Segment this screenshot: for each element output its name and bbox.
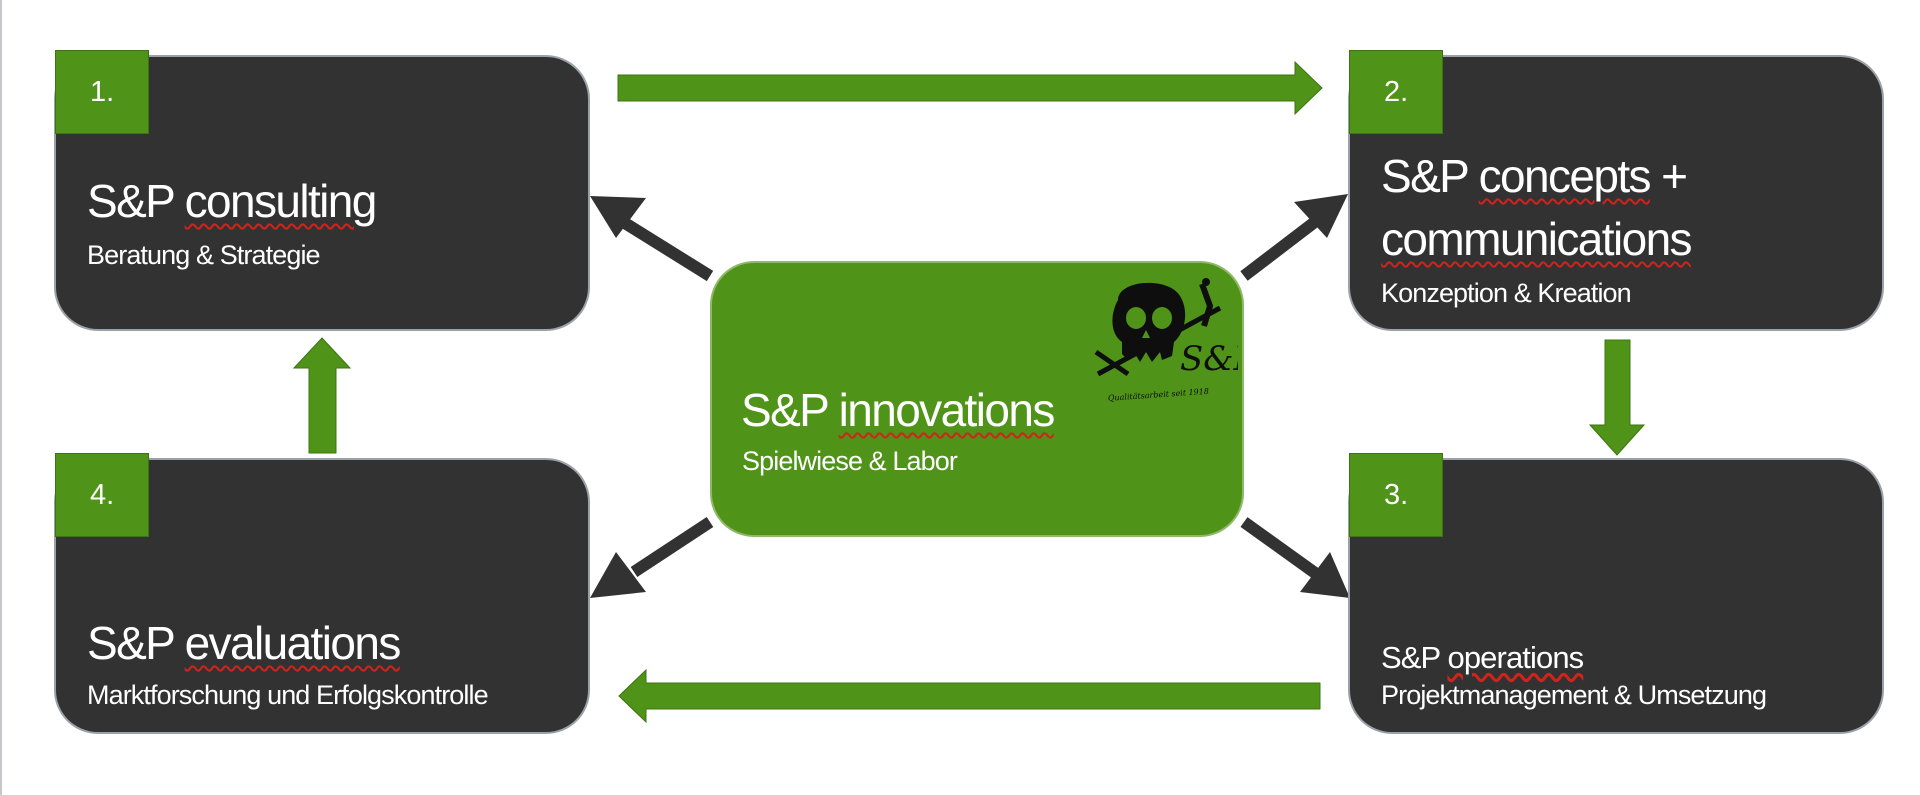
hub-arrow-head-1 bbox=[590, 196, 646, 238]
box-2-title-word: concepts bbox=[1478, 150, 1652, 202]
hub-arrow-head-4 bbox=[590, 552, 646, 598]
box-3-number: 3. bbox=[1350, 454, 1442, 536]
box-2-subtitle: Konzeption & Kreation bbox=[1381, 278, 1632, 308]
arrow-2-to-3 bbox=[1588, 339, 1646, 456]
logo-caption: Qualitätsarbeit seit 1918 bbox=[1108, 387, 1210, 403]
box-4-title: S&P evaluations bbox=[87, 617, 402, 670]
box-2-number: 2. bbox=[1350, 51, 1442, 133]
arrow-3-to-4 bbox=[618, 668, 1321, 724]
box-2-title-line2-word: communications bbox=[1381, 213, 1693, 265]
box-2-title-suffix: + bbox=[1661, 150, 1688, 202]
hub-arrow-to-4 bbox=[630, 516, 714, 578]
center-subtitle: Spielwiese & Labor bbox=[742, 446, 958, 476]
hub-arrow-head-3 bbox=[1300, 552, 1350, 598]
box-1-number: 1. bbox=[56, 51, 148, 133]
hub-arrow-to-3 bbox=[1240, 517, 1326, 583]
box-1-title: S&P consulting bbox=[87, 175, 378, 228]
box-3-subtitle: Projektmanagement & Umsetzung bbox=[1381, 680, 1767, 710]
box-3-title-prefix: S&P bbox=[1381, 640, 1441, 675]
hub-arrow-to-1 bbox=[616, 214, 714, 282]
left-frame-line bbox=[0, 0, 2, 795]
box-4-title-word: evaluations bbox=[184, 617, 402, 669]
center-title-prefix: S&P bbox=[741, 384, 829, 436]
box-3-title: S&P operations bbox=[1381, 640, 1585, 676]
center-title: S&P innovations bbox=[741, 384, 1056, 437]
hub-arrow-to-2 bbox=[1240, 213, 1324, 281]
box-3-title-word: operations bbox=[1447, 640, 1585, 675]
skull-logo-icon: S&P Qualitätsarbeit seit 1918 bbox=[1094, 278, 1238, 403]
box-2-title: S&P concepts + bbox=[1381, 150, 1688, 203]
box-1-subtitle: Beratung & Strategie bbox=[87, 240, 321, 270]
box-1-title-word: consulting bbox=[184, 175, 378, 227]
box-4-title-prefix: S&P bbox=[87, 617, 175, 669]
box-2-title-prefix: S&P bbox=[1381, 150, 1469, 202]
box-1-title-prefix: S&P bbox=[87, 175, 175, 227]
center-title-word: innovations bbox=[838, 384, 1056, 436]
box-4-number: 4. bbox=[56, 454, 148, 536]
hub-arrow-head-2 bbox=[1294, 194, 1348, 238]
arrow-1-to-2 bbox=[617, 60, 1323, 116]
box-4-subtitle: Marktforschung und Erfolgskontrolle bbox=[87, 680, 489, 710]
logo-monogram: S&P bbox=[1180, 339, 1238, 379]
arrow-4-to-1 bbox=[292, 337, 352, 454]
box-2-title-line2: communications bbox=[1381, 213, 1693, 266]
